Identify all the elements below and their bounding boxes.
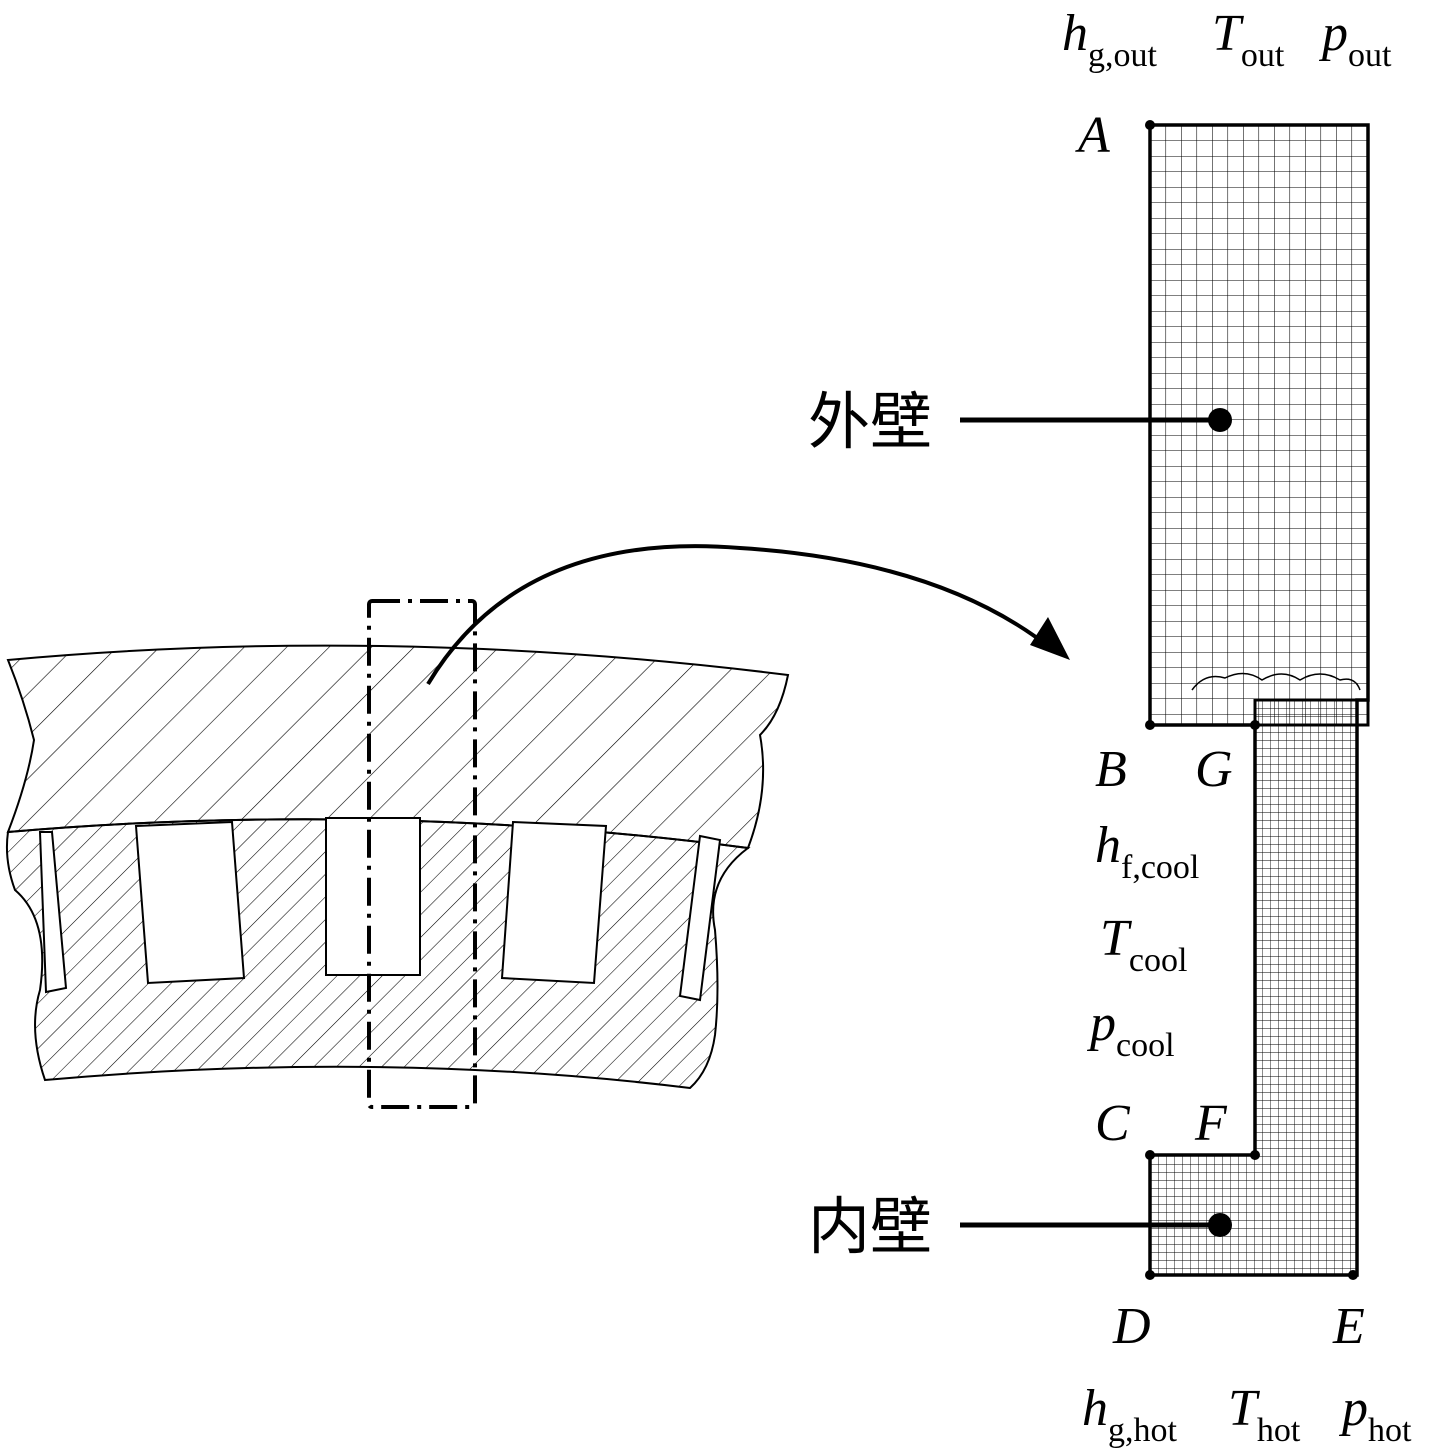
label-p-cool: pcool — [1086, 995, 1175, 1064]
label-point-f: F — [1194, 1095, 1228, 1152]
fe-mesh — [1145, 120, 1370, 1280]
label-point-d: D — [1112, 1298, 1151, 1355]
callout-inner-wall: 内壁 — [808, 1190, 932, 1263]
cooling-channel — [325, 817, 421, 976]
corner-points — [1145, 120, 1358, 1280]
label-h-g-hot: hg,hot — [1082, 1380, 1178, 1449]
cooling-channel — [38, 831, 68, 994]
label-p-out: pout — [1318, 5, 1392, 74]
outer-wall-mesh — [1148, 123, 1370, 727]
point-a-marker — [1145, 120, 1155, 130]
callout-leaders — [960, 408, 1232, 1237]
cooling-channel — [134, 820, 246, 985]
wall-cross-section — [5, 599, 790, 1109]
label-point-e: E — [1332, 1298, 1365, 1355]
label-point-g: G — [1195, 741, 1233, 798]
label-point-c: C — [1095, 1095, 1131, 1152]
point-c-marker — [1145, 1150, 1155, 1160]
zoom-arrow — [426, 544, 1070, 686]
mesh-transition — [1191, 672, 1361, 691]
label-h-g-out: hg,out — [1062, 5, 1158, 74]
point-b-marker — [1145, 720, 1155, 730]
arrowhead-icon — [1030, 617, 1070, 660]
label-t-cool: Tcool — [1100, 910, 1187, 979]
cooling-channel — [500, 820, 608, 985]
callout-outer-wall: 外壁 — [808, 385, 932, 458]
label-point-b: B — [1095, 741, 1127, 798]
cooling-channel — [678, 834, 722, 1002]
label-point-a: A — [1075, 107, 1110, 164]
label-t-out: Tout — [1212, 5, 1285, 74]
point-f-marker — [1250, 1150, 1260, 1160]
cooling-channels — [38, 817, 722, 1002]
label-t-hot: Thot — [1228, 1380, 1301, 1449]
point-e-marker — [1348, 1270, 1358, 1280]
point-g-marker — [1250, 720, 1260, 730]
label-p-hot: phot — [1338, 1380, 1412, 1449]
point-d-marker — [1145, 1270, 1155, 1280]
label-h-f-cool: hf,cool — [1095, 817, 1199, 886]
selection-window — [367, 599, 477, 1109]
